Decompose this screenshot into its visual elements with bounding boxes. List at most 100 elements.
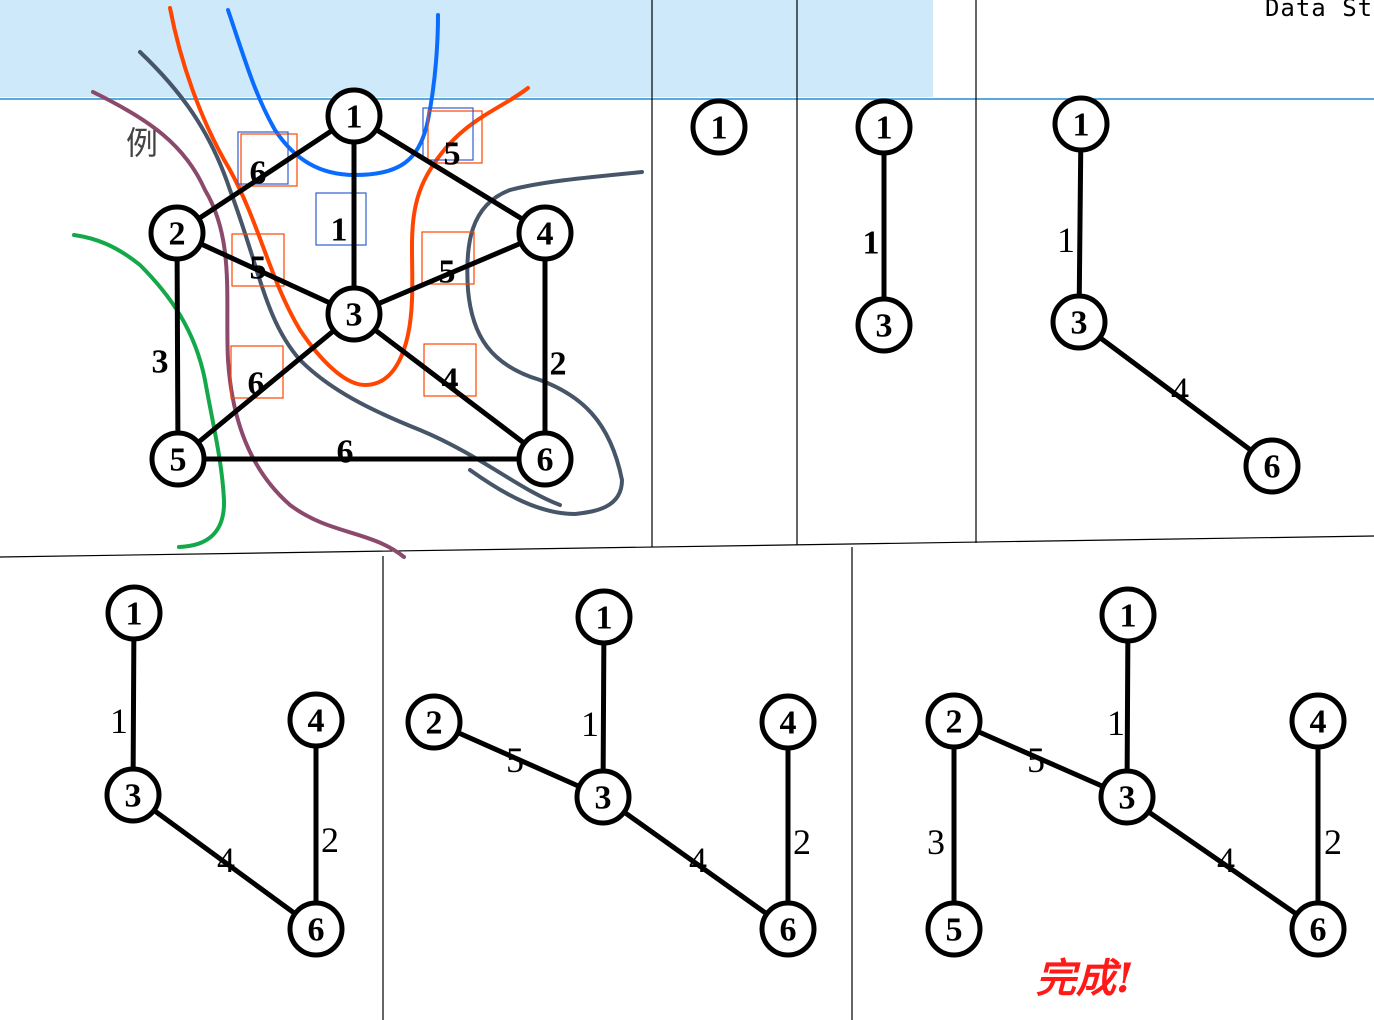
node-layer: 1 2 3 4 5 6: [925, 586, 1347, 958]
edge-weight-1-3: 1: [110, 701, 128, 741]
node-circle: [925, 900, 983, 958]
node-circle: [575, 588, 633, 646]
node-circle: [690, 98, 748, 156]
node-circle: [325, 285, 383, 343]
node-1: 1: [1099, 586, 1157, 644]
edge-weight-2-5: 3: [152, 344, 169, 381]
cut-curve-mauve: [91, 90, 406, 559]
node-circle: [855, 98, 913, 156]
edge-1-4: [351, 113, 548, 236]
node-label: 3: [125, 778, 142, 815]
node-circle: [1052, 95, 1110, 153]
node-3: 3: [855, 296, 913, 354]
weight-highlight-boxes: [230, 107, 483, 399]
node-circle: [1289, 900, 1347, 958]
node-layer: 1 2 3 4 5 6: [148, 87, 574, 488]
node-label: 4: [780, 705, 797, 742]
node-circle: [574, 768, 632, 826]
node-1: 1: [105, 584, 163, 642]
node-1: 1: [575, 588, 633, 646]
node-6: 6: [287, 900, 345, 958]
node-1: 1: [855, 98, 913, 156]
node-6: 6: [1243, 437, 1301, 495]
edge-1-2: [174, 113, 357, 236]
example-label: 例: [126, 124, 158, 162]
node-label: 2: [426, 705, 443, 742]
node-label: 1: [346, 99, 363, 136]
node-6: 6: [759, 900, 817, 958]
edge-3-6: [1124, 794, 1321, 932]
node-label: 5: [946, 912, 963, 949]
edge-layer: [431, 614, 791, 932]
edge-3-6: [1076, 319, 1275, 469]
node-circle: [1050, 293, 1108, 351]
node-3: 3: [574, 768, 632, 826]
step-graph-1: 1: [690, 98, 748, 156]
node-3: 3: [1098, 768, 1156, 826]
edge-3-4: [351, 230, 548, 317]
node-label: 4: [1310, 704, 1327, 741]
box-weight-1-4: [427, 110, 483, 164]
edge-weight-1-3: 1: [581, 704, 599, 744]
node-label: 1: [596, 600, 613, 637]
node-circle: [149, 430, 207, 488]
edge-layer: [1076, 121, 1275, 469]
node-layer: 13: [855, 98, 913, 354]
edge-3-5: [175, 311, 357, 462]
node-circle: [287, 900, 345, 958]
edge-1-3: [1076, 121, 1084, 325]
edge-1-3: [1124, 612, 1131, 800]
header-rule: [0, 98, 1374, 100]
edge-weight-3-6: 4: [217, 840, 235, 880]
node-3: 3: [325, 285, 383, 343]
node-label: 2: [169, 216, 186, 253]
node-circle: [925, 692, 983, 750]
weight-layer: 1: [863, 225, 880, 262]
weight-layer: 1 4 2: [110, 701, 339, 880]
node-circle: [405, 693, 463, 751]
edge-weight-2-3: 5: [250, 250, 267, 287]
edge-weight-3-6: 4: [1217, 840, 1235, 880]
node-circle: [516, 430, 574, 488]
cut-curve-green: [72, 233, 227, 549]
node-6: 6: [1289, 900, 1347, 958]
step-graph-4: 1 4 2 1 3 4 6: [104, 584, 345, 958]
edge-weight-3-4: 5: [439, 254, 456, 291]
node-4: 4: [287, 691, 345, 749]
node-label: 1: [711, 110, 728, 147]
node-label: 3: [346, 297, 363, 334]
node-label: 4: [537, 216, 554, 253]
box-weight-3-4: [421, 231, 475, 285]
edge-weight-4-6: 2: [1324, 822, 1342, 862]
node-label: 1: [1120, 598, 1137, 635]
edge-weight-4-6: 2: [321, 820, 339, 860]
edge-weight-1-2: 6: [250, 155, 267, 192]
node-label: 2: [946, 704, 963, 741]
node-6: 6: [516, 430, 574, 488]
node-circle: [105, 584, 163, 642]
node-label: 3: [876, 308, 893, 345]
node-label: 1: [876, 110, 893, 147]
node-2: 2: [925, 692, 983, 750]
cut-curve-orange: [168, 6, 530, 387]
weight-layer: 14: [1057, 220, 1189, 410]
divider-h: [0, 535, 1374, 558]
node-4: 4: [516, 204, 574, 262]
node-3: 3: [104, 766, 162, 824]
node-circle: [325, 87, 383, 145]
edge-weight-3-6: 4: [689, 840, 707, 880]
node-circle: [1099, 586, 1157, 644]
edge-1-3: [600, 614, 607, 800]
step-graph-6: 1 5 3 4 21 2 3 4 5 6: [925, 586, 1347, 958]
edge-2-3: [951, 718, 1130, 800]
node-1: 1: [690, 98, 748, 156]
node-5: 5: [149, 430, 207, 488]
node-circle: [104, 766, 162, 824]
edge-layer: [951, 612, 1321, 932]
edge-weight-3-6: 4: [442, 362, 459, 399]
